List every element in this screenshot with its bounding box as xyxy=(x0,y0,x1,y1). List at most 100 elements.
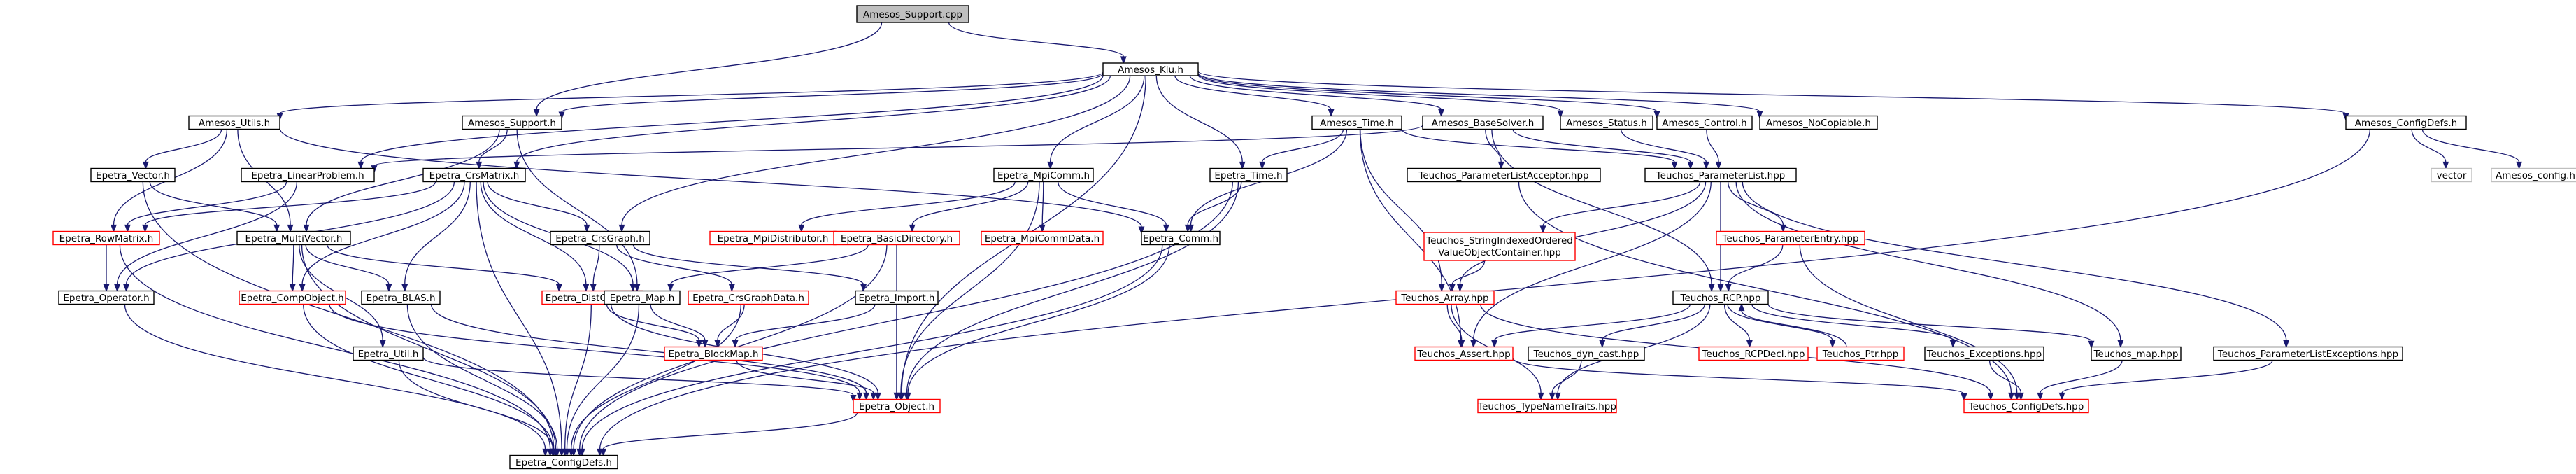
node-basesolver[interactable]: Amesos_BaseSolver.h xyxy=(1422,115,1544,130)
node-crsgraphdata[interactable]: Epetra_CrsGraphData.h xyxy=(688,290,809,305)
node-utils[interactable]: Amesos_Utils.h xyxy=(188,115,280,130)
edge-support-to-crsmatrix xyxy=(476,129,508,170)
node-label: Teuchos_ParameterListExceptions.hpp xyxy=(2217,349,2398,360)
node-compobject[interactable]: Epetra_CompObject.h xyxy=(239,290,346,305)
edge-klu-to-mpicomm xyxy=(1047,75,1145,170)
node-box xyxy=(1759,115,1878,130)
node-operator[interactable]: Epetra_Operator.h xyxy=(58,290,155,305)
node-box xyxy=(462,115,562,130)
node-paramlist[interactable]: Teuchos_ParameterList.hpp xyxy=(1644,167,1797,183)
edge-klu-to-utils xyxy=(276,71,1104,121)
edge-klu-to-control xyxy=(1197,73,1660,120)
node-box xyxy=(1672,290,1769,305)
edge-map-to-econfigdefs xyxy=(564,304,640,457)
node-placcept[interactable]: Teuchos_ParameterListAcceptor.hpp xyxy=(1407,167,1601,183)
node-map[interactable]: Epetra_Map.h xyxy=(604,290,681,305)
edge-crsmatrix-to-compobject xyxy=(299,181,465,293)
node-crsmatrix[interactable]: Epetra_CrsMatrix.h xyxy=(422,167,526,183)
node-box xyxy=(2091,346,2182,361)
node-vector[interactable]: Epetra_Vector.h xyxy=(90,167,176,183)
node-etime[interactable]: Epetra_Time.h xyxy=(1209,167,1288,183)
node-blash[interactable]: Epetra_BLAS.h xyxy=(361,290,441,305)
node-eobject[interactable]: Epetra_Object.h xyxy=(853,398,941,414)
node-linearproblem[interactable]: Epetra_LinearProblem.h xyxy=(241,167,375,183)
edge-linearproblem-to-rowmatrix xyxy=(124,181,287,233)
node-box xyxy=(236,230,351,246)
node-label: Epetra_Util.h xyxy=(358,349,419,360)
node-label: Amesos_Control.h xyxy=(1662,118,1746,129)
nodes-layer: Amesos_Support.cppAmesos_Klu.hAmesos_Uti… xyxy=(52,5,2576,470)
edge-root-to-klu xyxy=(948,22,1127,64)
edge-klu-to-nocopiable xyxy=(1197,72,1763,120)
node-crsgraph[interactable]: Epetra_CrsGraph.h xyxy=(550,230,650,246)
node-rowmatrix[interactable]: Epetra_RowMatrix.h xyxy=(52,230,160,246)
edge-crsmatrix-to-crsgraph xyxy=(487,181,590,233)
edge-basicdir-to-map xyxy=(667,244,869,293)
node-util[interactable]: Epetra_Util.h xyxy=(353,346,424,361)
node-mpidist[interactable]: Epetra_MpiDistributor.h xyxy=(709,230,837,246)
node-box xyxy=(1209,167,1288,183)
edge-mpicomm-to-mpicommdata xyxy=(1039,181,1046,233)
node-support[interactable]: Amesos_Support.h xyxy=(462,115,562,130)
node-paramentry[interactable]: Teuchos_ParameterEntry.hpp xyxy=(1716,230,1865,246)
node-plexceptions[interactable]: Teuchos_ParameterListExceptions.hpp xyxy=(2213,346,2403,361)
edge-tarray-to-tassert xyxy=(1446,304,1465,349)
node-dyncast[interactable]: Teuchos_dyn_cast.hpp xyxy=(1528,346,1645,361)
edge-support-to-map xyxy=(516,129,641,293)
node-box xyxy=(833,230,960,246)
edge-rowmatrix-to-operator xyxy=(103,244,110,293)
node-texceptions[interactable]: Teuchos_Exceptions.hpp xyxy=(1924,346,2044,361)
node-stdvector[interactable]: vector xyxy=(2431,167,2472,183)
edge-klu-to-status xyxy=(1197,74,1564,119)
edge-basesolver-to-rcp xyxy=(1491,129,1715,293)
node-comm[interactable]: Epetra_Comm.h xyxy=(1141,230,1221,246)
node-stringindexed[interactable]: Teuchos_StringIndexedOrderedValueObjectC… xyxy=(1423,232,1576,261)
node-control[interactable]: Amesos_Control.h xyxy=(1656,115,1753,130)
node-rcp[interactable]: Teuchos_RCP.hpp xyxy=(1672,290,1769,305)
node-root[interactable]: Amesos_Support.cpp xyxy=(856,5,969,23)
edge-control-to-paramlist xyxy=(1706,129,1722,170)
node-label: Epetra_Object.h xyxy=(859,401,934,412)
edge-crsgraphdata-to-blockmap xyxy=(714,304,745,349)
edge-mpicomm-to-basicdir xyxy=(909,181,1029,233)
edge-map-to-blockmap xyxy=(650,304,709,349)
node-mpicommdata[interactable]: Epetra_MpiCommData.h xyxy=(981,230,1104,246)
edge-util-to-eobject xyxy=(422,356,857,403)
node-tassert[interactable]: Teuchos_Assert.hpp xyxy=(1414,346,1514,361)
node-basicdir[interactable]: Epetra_BasicDirectory.h xyxy=(833,230,960,246)
node-nocopiable[interactable]: Amesos_NoCopiable.h xyxy=(1759,115,1878,130)
node-box xyxy=(361,290,441,305)
edge-paramlist-to-tarray xyxy=(1456,181,1707,293)
edge-paramlist-to-tassert xyxy=(1470,181,1712,349)
node-label: vector xyxy=(2437,170,2467,181)
edge-tassert-to-tconfigdefs xyxy=(1512,357,1967,402)
edge-plexceptions-to-tconfigdefs xyxy=(2058,360,2273,401)
edge-klu-to-crsgraph xyxy=(618,75,1131,233)
node-tarray[interactable]: Teuchos_Array.hpp xyxy=(1395,290,1495,305)
node-label: Teuchos_Array.hpp xyxy=(1400,293,1488,304)
node-aconfigdefs[interactable]: Amesos_ConfigDefs.h xyxy=(2345,115,2467,130)
node-multivector[interactable]: Epetra_MultiVector.h xyxy=(236,230,351,246)
node-box xyxy=(353,346,424,361)
node-label: Teuchos_map.hpp xyxy=(2093,349,2179,360)
node-import[interactable]: Epetra_Import.h xyxy=(855,290,939,305)
node-time[interactable]: Amesos_Time.h xyxy=(1311,115,1402,130)
node-status[interactable]: Amesos_Status.h xyxy=(1560,115,1653,130)
edge-status-to-paramlist xyxy=(1620,129,1709,170)
node-mpicomm[interactable]: Epetra_MpiComm.h xyxy=(993,167,1094,183)
node-ptr[interactable]: Teuchos_Ptr.hpp xyxy=(1816,346,1905,361)
node-tconfigdefs[interactable]: Teuchos_ConfigDefs.hpp xyxy=(1963,398,2089,414)
edge-crsgraph-to-distobject xyxy=(590,244,600,293)
node-rcpdecl[interactable]: Teuchos_RCPDecl.hpp xyxy=(1698,346,1809,361)
node-klu[interactable]: Amesos_Klu.h xyxy=(1102,62,1199,76)
node-econfigdefs[interactable]: Epetra_ConfigDefs.h xyxy=(509,454,618,470)
node-aconfig[interactable]: Amesos_config.h xyxy=(2491,167,2576,183)
node-box xyxy=(664,346,763,361)
node-box xyxy=(188,115,280,130)
node-blockmap[interactable]: Epetra_BlockMap.h xyxy=(664,346,763,361)
node-typenametraits[interactable]: Teuchos_TypeNameTraits.hpp xyxy=(1477,398,1617,414)
edge-etime-to-econfigdefs xyxy=(576,181,1233,457)
node-label: Teuchos_Assert.hpp xyxy=(1416,349,1510,360)
node-box xyxy=(1422,115,1544,130)
node-tmap[interactable]: Teuchos_map.hpp xyxy=(2091,346,2182,361)
